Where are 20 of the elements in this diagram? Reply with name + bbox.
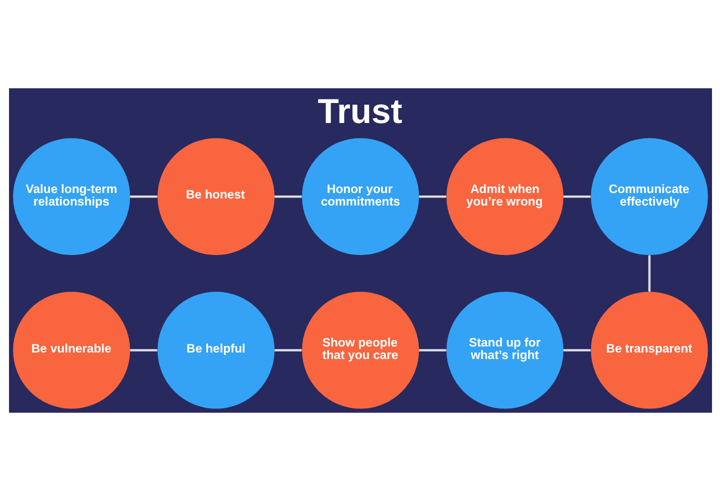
node-circle: Honor your commitments [302,138,418,255]
node-circle: Value long-term relationships [12,138,130,255]
node-circle: Be helpful [157,291,274,408]
connector [130,348,157,351]
connector [418,348,446,351]
node-circle: Admit when you’re wrong [446,138,563,255]
connector [563,348,590,351]
node-circle: Communicate effectively [590,138,708,255]
connector [563,194,590,198]
node-circle: Stand up for what’s right [446,291,563,408]
connector [274,194,302,198]
connector [648,254,650,292]
connector [274,348,302,351]
connector [130,194,157,198]
node-circle: Be vulnerable [12,291,130,408]
diagram-title: Trust [317,92,402,131]
node-circle: Show people that you care [302,291,418,408]
connector [418,194,446,198]
node-circle: Be honest [157,138,274,255]
node-circle: Be transparent [590,291,708,408]
